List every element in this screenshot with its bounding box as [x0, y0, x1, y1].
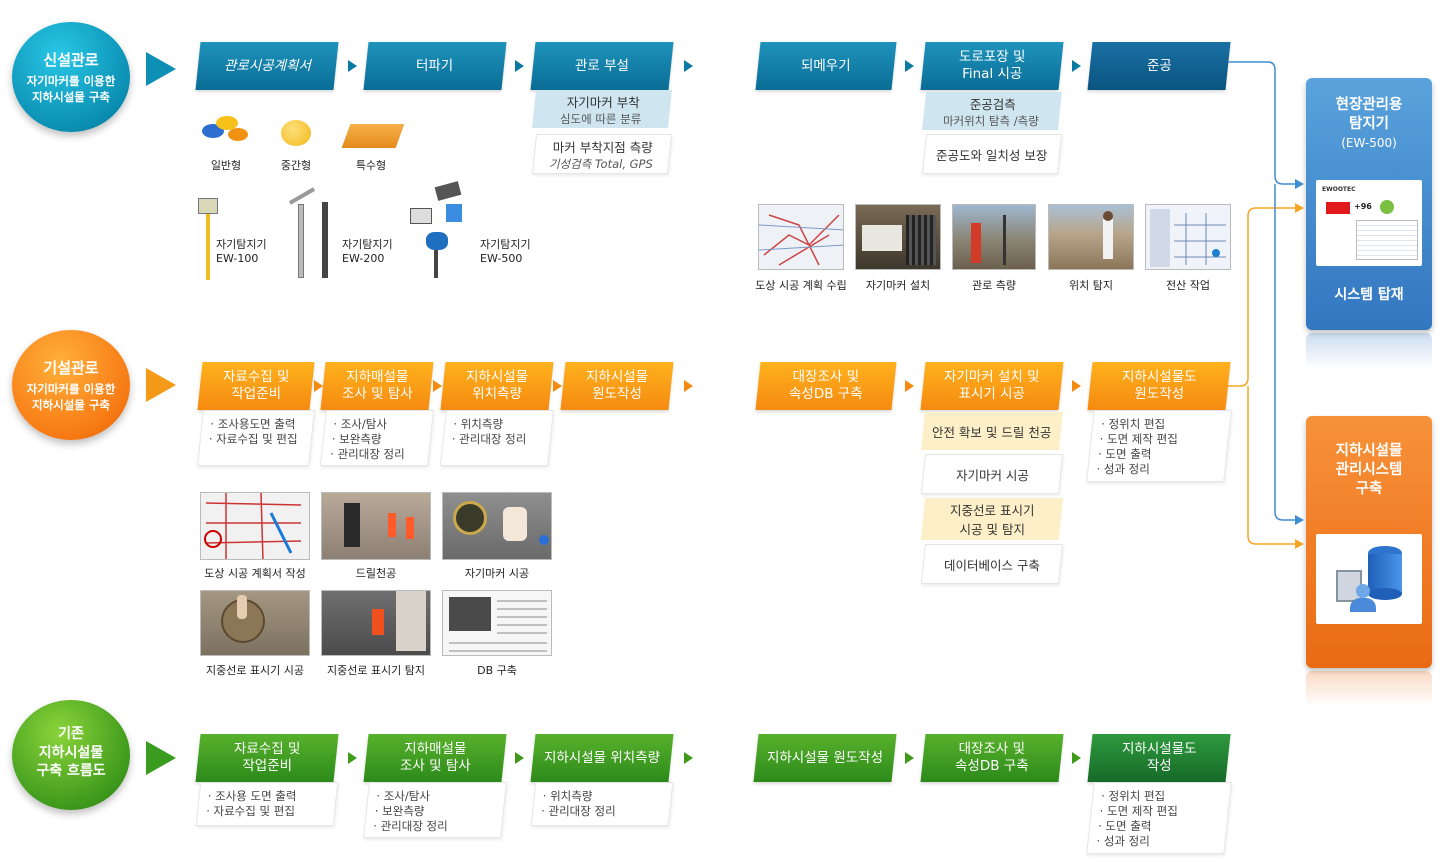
flow-arrow-icon: [684, 380, 693, 392]
flow-arrow-icon: [314, 380, 323, 392]
photo-location-detect: [1048, 204, 1134, 270]
flow-arrow-icon: [553, 380, 562, 392]
old-row-arrow-icon: [146, 741, 176, 775]
photo-plan-doc: [200, 492, 310, 560]
exist-pipe-title: 기설관로: [43, 358, 99, 377]
flow-arrow-icon: [433, 380, 442, 392]
photo-drill-label: 드릴천공: [355, 567, 397, 580]
marker-middle-label: 중간형: [280, 159, 312, 172]
detector-screen: EWOOTEC +96: [1316, 180, 1422, 266]
detector-ew100-icon: [196, 198, 220, 282]
detector-panel-reflection: [1306, 333, 1432, 369]
detector-panel-title: 현장관리용 탐지기: [1335, 97, 1403, 132]
detector-ew500-icon: [402, 181, 472, 280]
photo-pipe-survey-label: 관로 측량: [972, 279, 1016, 292]
exist-row-arrow-icon: [146, 368, 176, 402]
photo-db-label: DB 구축: [477, 664, 517, 677]
flow-arrow-icon: [684, 60, 693, 72]
system-panel-title: 지하시설물 관리시스템 구축: [1335, 443, 1403, 497]
photo-plan-map: [758, 204, 844, 270]
photo-computing-label: 전산 작업: [1166, 279, 1210, 292]
exist-pipe-circle: 기설관로 자기마커를 이용한 지하시설물 구축: [12, 330, 130, 440]
photo-indicator-install: [200, 590, 310, 656]
system-database-icon: [1316, 534, 1422, 624]
marker-special-label: 특수형: [355, 159, 387, 172]
new-pipe-subtitle: 자기마커를 이용한 지하시설물 구축: [26, 73, 116, 104]
marker-general-icon: [202, 112, 250, 152]
flow-arrow-icon: [905, 380, 914, 392]
photo-marker-install-label: 자기마커 설치: [865, 279, 931, 292]
new-pipe-circle: 신설관로 자기마커를 이용한 지하시설물 구축: [12, 22, 130, 132]
flow-arrow-icon: [684, 752, 693, 764]
system-panel-reflection: [1306, 671, 1432, 707]
flow-arrow-icon: [905, 752, 914, 764]
system-panel: 지하시설물 관리시스템 구축: [1306, 416, 1432, 668]
photo-location-detect-label: 위치 탐지: [1069, 279, 1113, 292]
exist-pipe-subtitle: 자기마커를 이용한 지하시설물 구축: [26, 381, 116, 412]
photo-computing: [1145, 204, 1231, 270]
photo-marker-construct-label: 자기마커 시공: [464, 567, 530, 580]
screen-value: +96: [1354, 202, 1372, 211]
photo-plan-doc-label: 도상 시공 계획서 작성: [204, 567, 306, 580]
photo-pipe-survey: [952, 204, 1036, 270]
flow-arrow-icon: [1072, 60, 1081, 72]
detector-ew200-icon: [284, 187, 334, 282]
marker-middle-icon: [281, 120, 311, 146]
flow-arrow-icon: [515, 60, 524, 72]
flow-arrow-icon: [348, 60, 357, 72]
detector-panel-model: (EW-500): [1341, 135, 1397, 150]
flow-arrow-icon: [1072, 380, 1081, 392]
flow-arrow-icon: [905, 60, 914, 72]
flow-arrow-icon: [1072, 752, 1081, 764]
photo-marker-construct: [442, 492, 552, 560]
photo-marker-install: [855, 204, 941, 270]
flow-arrow-icon: [515, 752, 524, 764]
photo-indicator-detect-label: 지중선로 표시기 탐지: [326, 664, 426, 677]
old-flow-title: 기존 지하시설물 구축 흐름도: [36, 725, 106, 780]
photo-indicator-detect: [321, 590, 431, 656]
new-pipe-title: 신설관로: [43, 50, 99, 69]
photo-db: [442, 590, 552, 656]
photo-indicator-install-label: 지중선로 표시기 시공: [205, 664, 305, 677]
photo-plan-map-label: 도상 시공 계획 수립: [755, 279, 847, 292]
detector-panel-footer: 시스템 탑재: [1334, 287, 1404, 303]
marker-general-label: 일반형: [210, 159, 242, 172]
flow-arrow-icon: [348, 752, 357, 764]
new-row-arrow-icon: [146, 52, 176, 86]
old-flow-circle: 기존 지하시설물 구축 흐름도: [12, 700, 130, 810]
photo-drill: [321, 492, 431, 560]
screen-brand: EWOOTEC: [1322, 186, 1356, 193]
detector-panel: 현장관리용 탐지기 (EW-500) EWOOTEC +96 시스템 탑재: [1306, 78, 1432, 330]
